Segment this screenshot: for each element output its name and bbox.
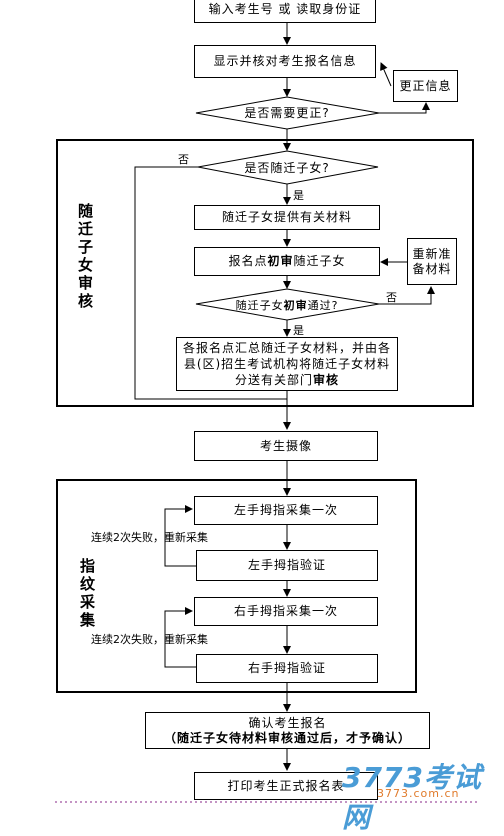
passed-text-a: 随迁子女 [235,298,284,312]
summary-text: 各报名点汇总随迁子女材料，并由各县(区)招生考试机构将随迁子女材料分送有关部门 [183,341,392,387]
right-collect-box: 右手拇指采集一次 [194,597,378,626]
left-verify-box: 左手拇指验证 [196,550,378,581]
connector-lines [55,23,478,803]
prelim-text-a: 报名点 [228,254,268,268]
photo-box: 考生摄像 [194,431,378,461]
passed-diamond [195,288,380,321]
retry-label-right: 连续2次失败，重新采集 [91,633,208,646]
reprepare-box: 重新准备材料 [407,238,457,285]
migrant-review-label: 随迁子女审核 [76,203,94,311]
print-box: 打印考生正式报名表 [194,772,378,800]
yes-label-migrant: 是 [293,189,304,202]
show-info-box: 显示并核对考生报名信息 [194,45,376,78]
correct-info-box: 更正信息 [393,70,458,102]
fingerprint-label: 指纹采集 [78,558,96,630]
confirm-box: 确认考生报名 （随迁子女待材料审核通过后，才予确认） [145,712,430,749]
is-migrant-text: 是否随迁子女? [244,160,330,175]
retry-label-left: 连续2次失败，重新采集 [91,531,208,544]
yes-label-passed: 是 [293,324,304,337]
passed-text: 随迁子女初审通过? [212,296,362,314]
left-collect-box: 左手拇指采集一次 [194,496,378,525]
fingerprint-region [56,479,417,693]
provide-materials-box: 随迁子女提供有关材料 [194,205,380,230]
no-label-migrant: 否 [178,153,189,166]
confirm-line1: 确认考生报名 [248,715,327,730]
flowchart-page: { "nodes": { "input_id": "输入考生号 或 读取身份证"… [55,0,481,834]
need-correct-diamond [195,96,380,130]
input-id-box: 输入考生号 或 读取身份证 [194,0,376,23]
migrant-review-region [56,139,474,407]
need-correct-text: 是否需要更正? [244,105,330,120]
prelim-text-bold: 初审 [267,254,294,268]
passed-text-bold: 初审 [283,298,308,312]
passed-text-b: 通过? [307,298,339,312]
prelim-text-b: 随迁子女 [293,254,346,268]
right-verify-box: 右手拇指验证 [196,654,378,683]
is-migrant-diamond [197,150,379,185]
watermark-url: 3773.com.cn [377,787,460,800]
confirm-line2: （随迁子女待材料审核通过后，才予确认） [163,730,411,745]
summary-text-bold: 审核 [313,373,340,387]
no-label-passed: 否 [386,291,397,304]
summary-box: 各报名点汇总随迁子女材料，并由各县(区)招生考试机构将随迁子女材料分送有关部门审… [176,337,398,391]
prelim-review-box: 报名点初审随迁子女 [194,247,380,276]
